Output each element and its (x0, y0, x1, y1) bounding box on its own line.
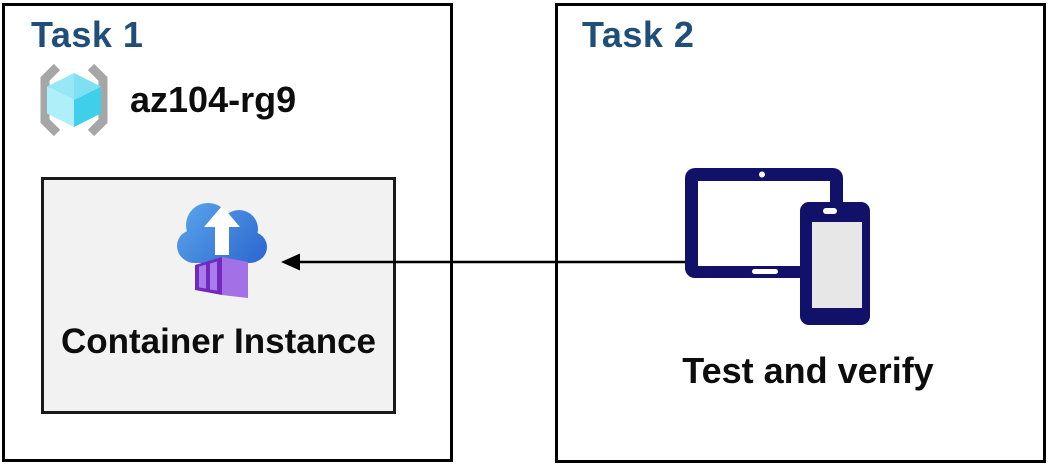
tablet-and-phone-icon (685, 168, 870, 325)
cloud-shape (177, 203, 267, 263)
container-instance-label: Container Instance (60, 322, 377, 361)
devices-to-container-arrow (281, 253, 685, 271)
test-and-verify-label: Test and verify (682, 350, 934, 391)
resource-group-row: az104-rg9 (32, 62, 296, 138)
container-instance-box: Container Instance (41, 177, 396, 414)
right-bracket (87, 63, 108, 137)
resource-group-name: az104-rg9 (130, 79, 297, 120)
resource-group-icon (40, 63, 108, 137)
container-instance-icon (177, 203, 267, 298)
task1-title: Task 1 (31, 14, 144, 55)
left-bracket (40, 63, 61, 137)
task2-box: Task 2 Test and verify (555, 3, 1046, 463)
task2-title: Task 2 (582, 14, 695, 55)
phone-shape (800, 202, 870, 325)
arrowhead-left (281, 253, 300, 271)
task1-box: Task 1 az104-rg9 (2, 3, 453, 462)
upload-arrow (204, 206, 240, 255)
container-box-shape (195, 257, 248, 298)
